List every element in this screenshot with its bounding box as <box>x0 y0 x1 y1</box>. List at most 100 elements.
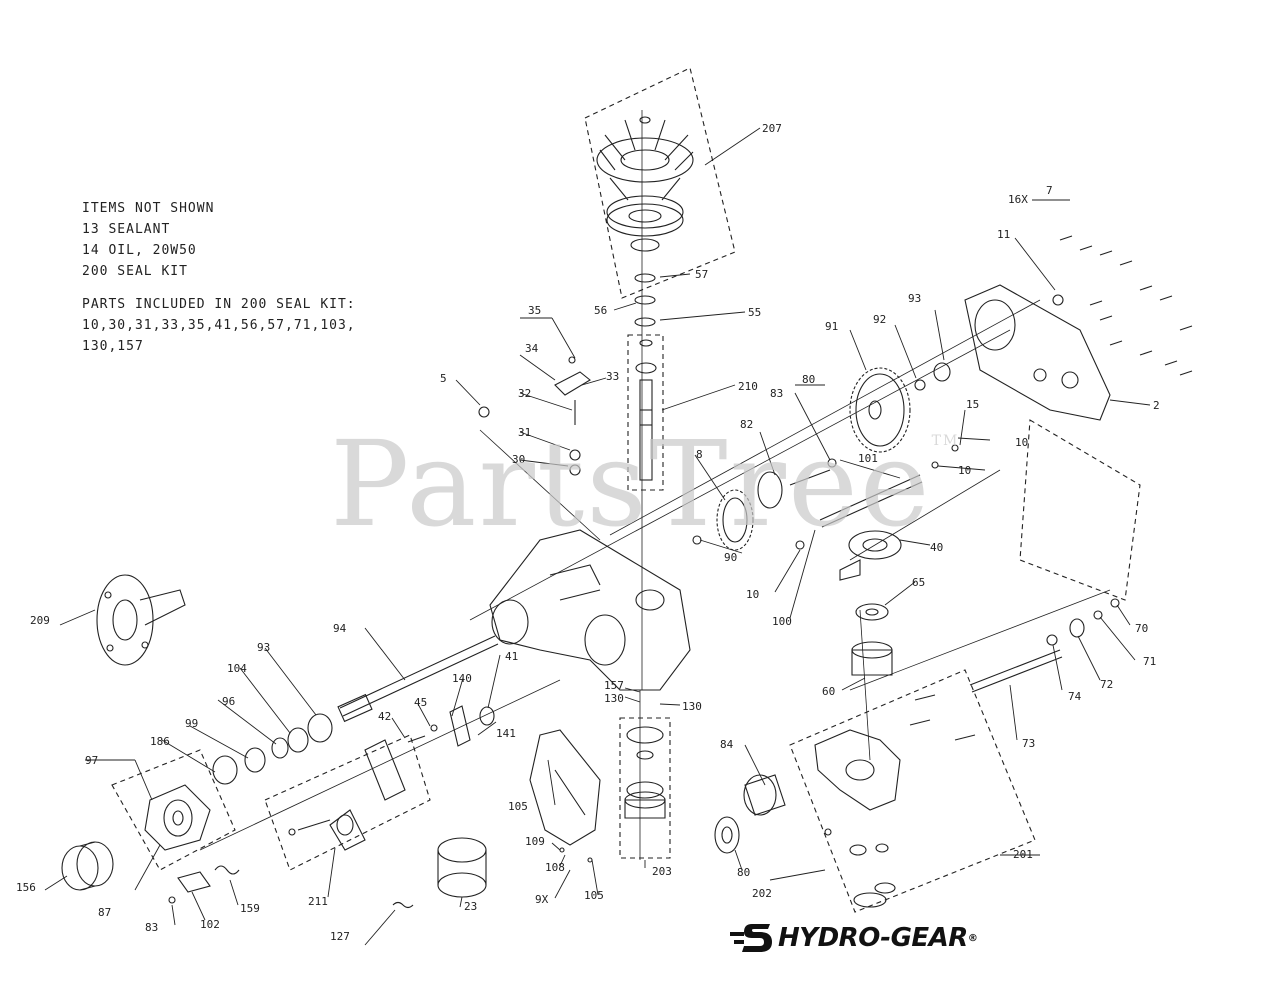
part-label: 34 <box>525 342 539 355</box>
spring-127 <box>392 901 414 909</box>
part-label: 186 <box>150 735 170 748</box>
part-label: 10 <box>958 464 971 477</box>
part-label: 42 <box>378 710 391 723</box>
part-label: 57 <box>695 268 708 281</box>
part-label: 203 <box>652 865 672 878</box>
seal-kit-line: 130,157 <box>82 339 144 354</box>
assembly-boxes <box>111 67 1141 913</box>
part-label: 2 <box>1153 399 1160 412</box>
part-label: 70 <box>1135 622 1148 635</box>
part-label: 10 <box>1015 436 1028 449</box>
part-label: 109 <box>525 835 545 848</box>
part-label: 93 <box>908 292 921 305</box>
cap-156 <box>61 841 114 891</box>
part-label: 91 <box>825 320 838 333</box>
hydro-gear-s-mark-icon <box>730 924 772 952</box>
watermark-text: PartsTree <box>330 415 932 553</box>
flange-97 <box>144 784 211 851</box>
part-label: 55 <box>748 306 761 319</box>
partstree-watermark: PartsTreeTM <box>330 415 959 553</box>
part-label: 40 <box>930 541 943 554</box>
part-label: 80 <box>802 373 815 386</box>
part-label: 97 <box>85 754 98 767</box>
part-label: 211 <box>308 895 328 908</box>
part-label: 16X <box>1008 193 1028 206</box>
part-label: 94 <box>333 622 347 635</box>
part-label: 11 <box>997 228 1010 241</box>
part-label: 108 <box>545 861 565 874</box>
lever-102-spring-159 <box>168 865 240 904</box>
part-label: 23 <box>464 900 477 913</box>
part-label: 96 <box>222 695 235 708</box>
watermark-trademark: TM <box>931 433 960 449</box>
part-label: 31 <box>518 426 531 439</box>
shaft-73-group <box>969 598 1120 693</box>
part-label: 45 <box>414 696 427 709</box>
part-label: 35 <box>528 304 541 317</box>
not-shown-item: 14 OIL, 20W50 <box>82 243 197 258</box>
part-label: 60 <box>822 685 835 698</box>
part-label: 102 <box>200 918 220 931</box>
part-label: 74 <box>1068 690 1082 703</box>
part-label: 92 <box>873 313 886 326</box>
part-label: 201 <box>1013 848 1033 861</box>
part-label: 83 <box>770 387 783 400</box>
part-label: 73 <box>1022 737 1035 750</box>
lever-hardware <box>478 356 591 476</box>
part-label: 84 <box>720 738 734 751</box>
transaxle-housing <box>489 529 691 691</box>
shaft-101-bracket-40 <box>795 444 959 581</box>
part-label: 209 <box>30 614 50 627</box>
lever-211 <box>288 739 406 851</box>
pump-housing-201 <box>814 694 976 908</box>
part-label: 71 <box>1143 655 1156 668</box>
part-label: 82 <box>740 418 753 431</box>
part-label: 101 <box>858 452 878 465</box>
part-label: 7 <box>1046 184 1053 197</box>
part-label: 33 <box>606 370 619 383</box>
registered-mark: ® <box>967 932 978 944</box>
part-label: 105 <box>508 800 528 813</box>
part-label: 83 <box>145 921 158 934</box>
part-label: 41 <box>505 650 518 663</box>
seal-kit-line: 10,30,31,33,35,41,56,57,71,103, <box>82 318 356 333</box>
filter-assembly-203 <box>624 726 666 819</box>
part-label: 156 <box>16 881 36 894</box>
part-label: 65 <box>912 576 925 589</box>
part-label: 141 <box>496 727 516 740</box>
part-label: 8 <box>696 448 703 461</box>
part-label: 99 <box>185 717 198 730</box>
part-labels: 207 57 56 55 35 34 33 32 31 30 5 210 16X… <box>16 122 1160 943</box>
part-label: 130 <box>604 692 624 705</box>
washer-stack <box>212 713 333 785</box>
part-label: 9X <box>535 893 549 906</box>
part-label: 100 <box>772 615 792 628</box>
axle-94 <box>337 635 499 723</box>
part-label: 130 <box>682 700 702 713</box>
part-label: 15 <box>966 398 979 411</box>
part-label: 30 <box>512 453 525 466</box>
gear-91 <box>827 362 951 468</box>
brand-name: HYDRO-GEAR <box>778 923 968 953</box>
part-label: 105 <box>584 889 604 902</box>
part-label: 32 <box>518 387 531 400</box>
not-shown-title: ITEMS NOT SHOWN <box>82 201 215 216</box>
part-label: 87 <box>98 906 111 919</box>
part-label: 202 <box>752 887 772 900</box>
part-label: 5 <box>440 372 447 385</box>
seal-kit-title: PARTS INCLUDED IN 200 SEAL KIT: <box>82 297 356 312</box>
part-label: 93 <box>257 641 270 654</box>
not-shown-item: 200 SEAL KIT <box>82 264 188 279</box>
part-label: 159 <box>240 902 260 915</box>
diagram-notes: ITEMS NOT SHOWN 13 SEALANT 14 OIL, 20W50… <box>82 198 356 357</box>
explode-lines <box>199 110 1111 860</box>
fan-pulley-207 <box>596 116 694 327</box>
side-cover-2 <box>964 235 1193 421</box>
part-label: 10 <box>746 588 759 601</box>
hydro-gear-logo: HYDRO-GEAR® <box>730 914 978 962</box>
part-label: 80 <box>737 866 750 879</box>
not-shown-item: 13 SEALANT <box>82 222 171 237</box>
filter-23 <box>437 837 487 898</box>
part-label: 72 <box>1100 678 1113 691</box>
